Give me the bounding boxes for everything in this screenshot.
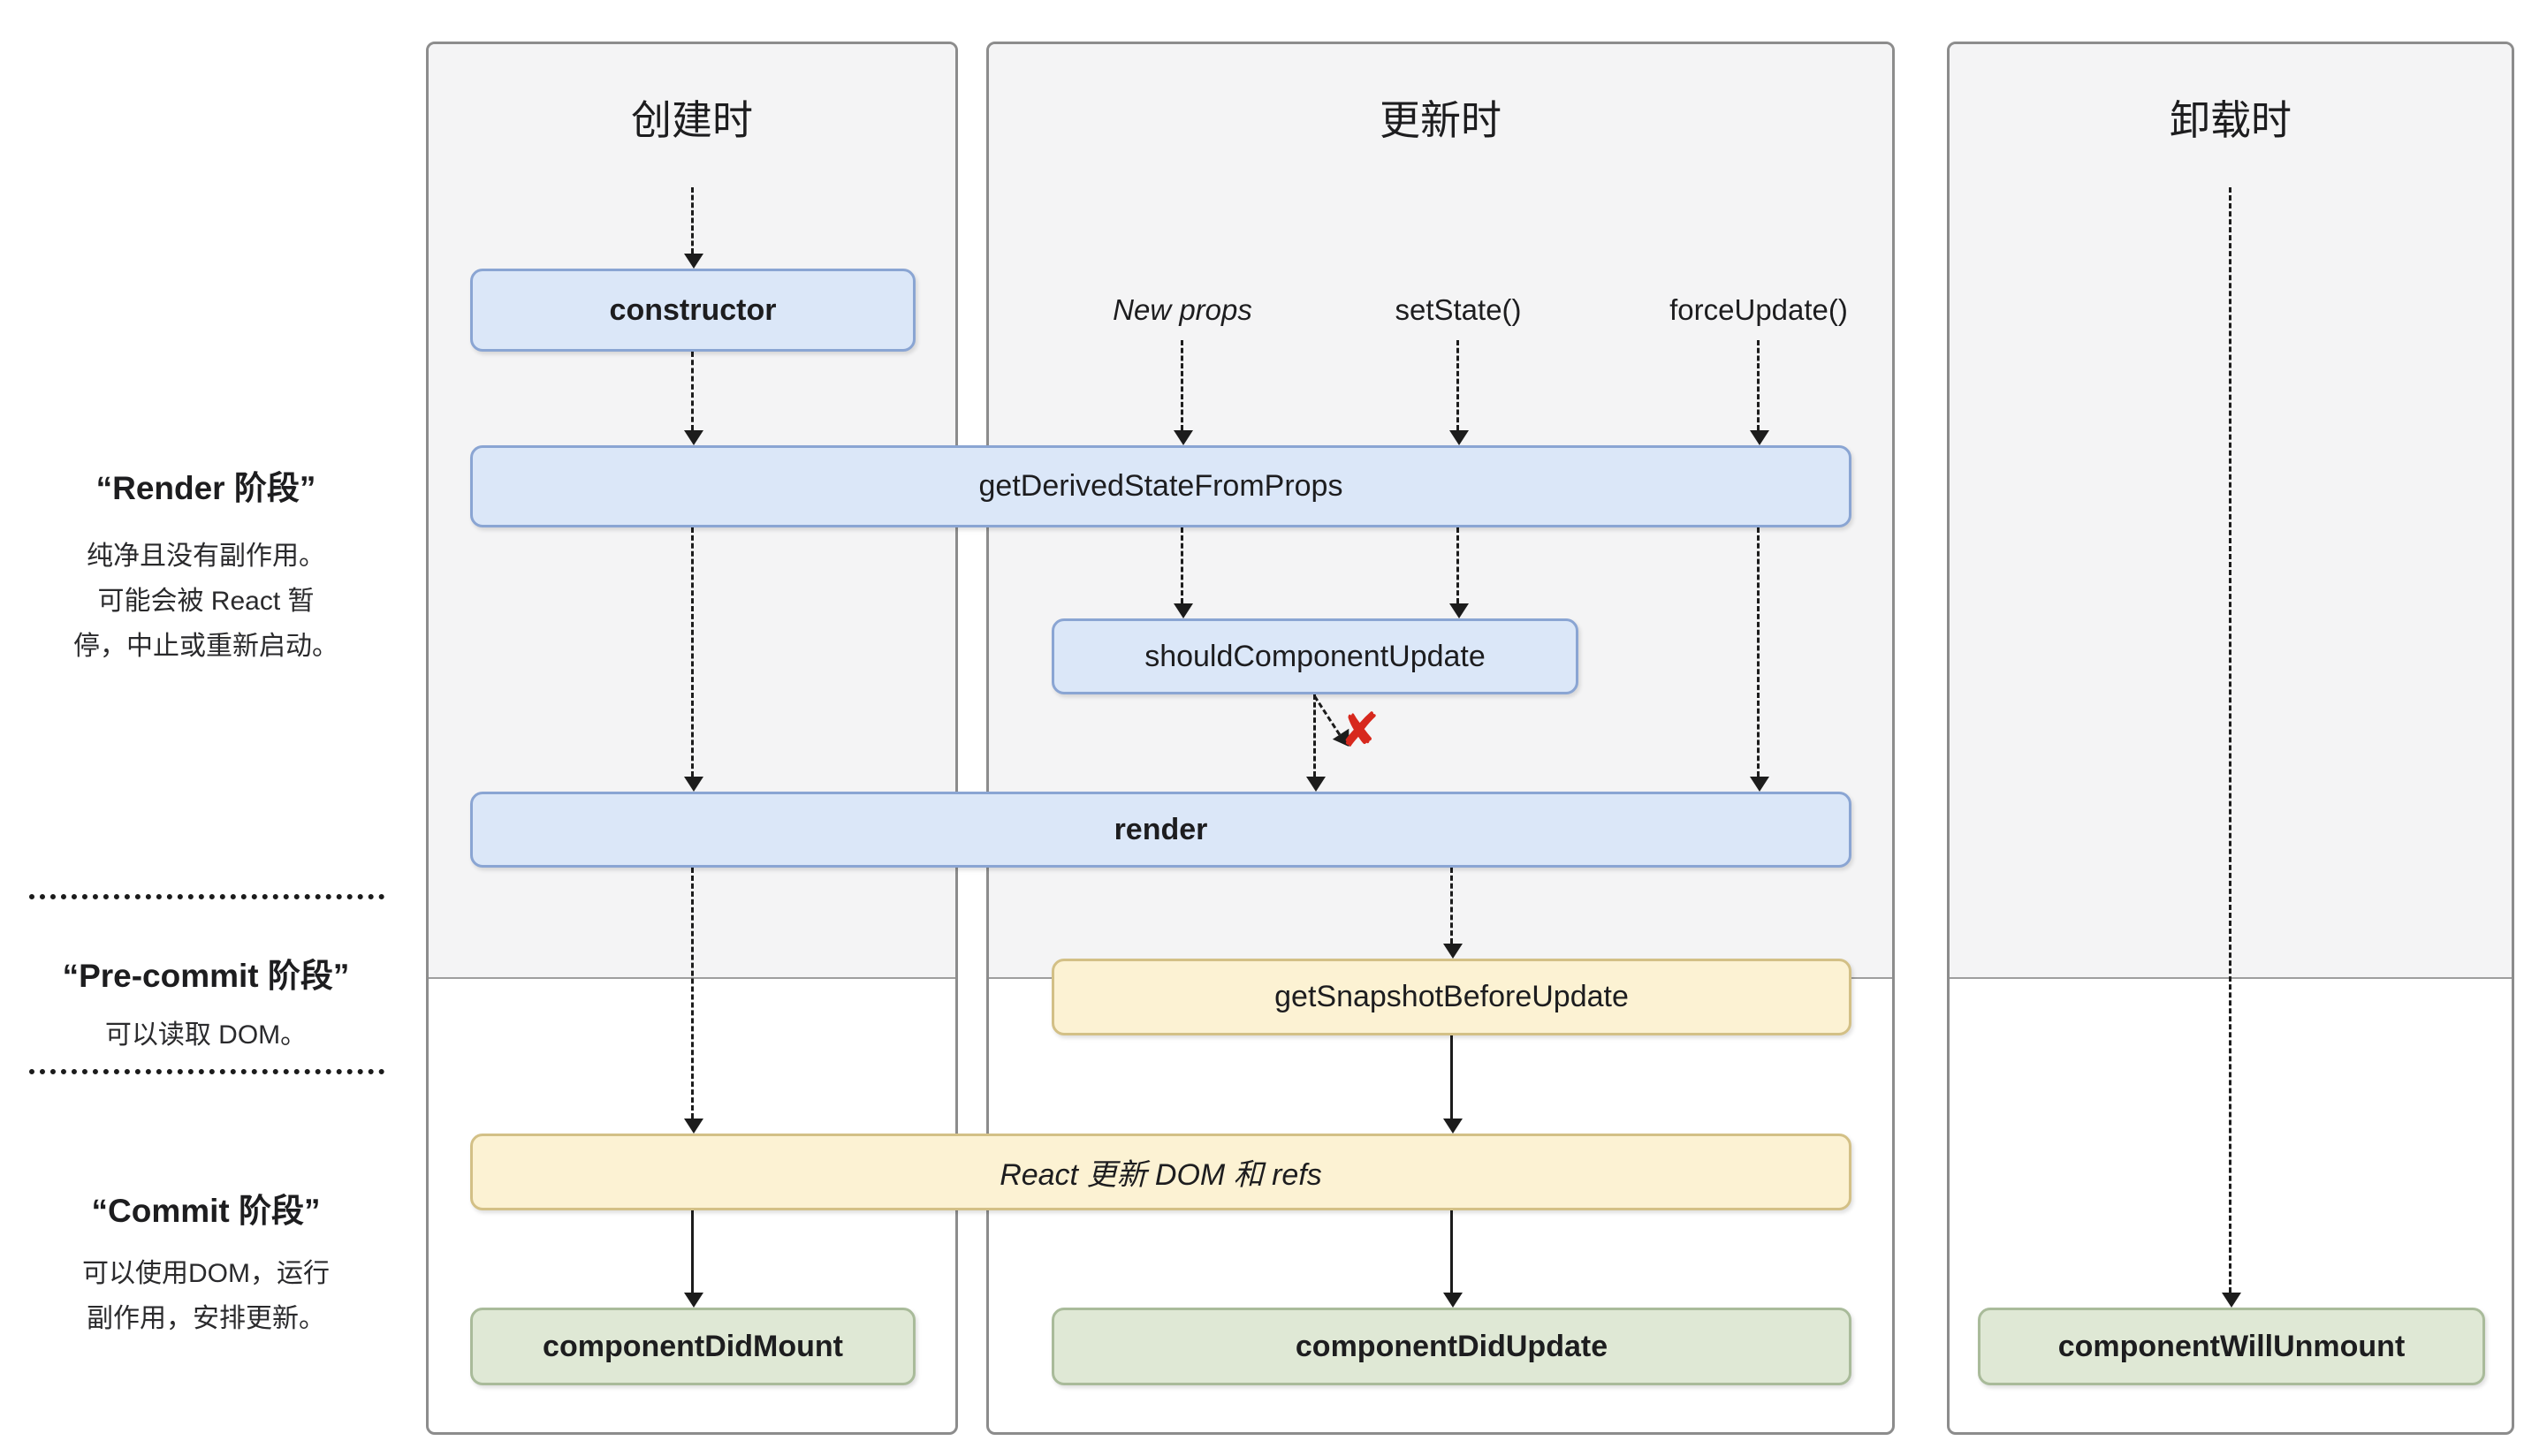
arrow-setstate-to-getderived (1456, 340, 1459, 430)
arrow-constructor-to-getderived (691, 352, 694, 430)
arrow-render-to-getsnapshot (1450, 868, 1453, 944)
commit-phase-title: “Commit 阶段” (91, 1193, 321, 1229)
arrow-shouldupdate-to-render (1313, 694, 1316, 777)
node-get-snapshot-before-update: getSnapshotBeforeUpdate (1052, 959, 1851, 1035)
render-phase-line-1: 纯净且没有副作用。 (87, 542, 325, 571)
node-get-derived-state-from-props: getDerivedStateFromProps (470, 445, 1851, 527)
precommit-phase-title: “Pre-commit 阶段” (62, 958, 350, 994)
column-header-updating: 更新时 (1380, 97, 1501, 143)
column-header-unmounting: 卸载时 (2170, 97, 2292, 143)
precommit-phase-line-1: 可以读取 DOM。 (104, 1020, 308, 1050)
node-constructor: constructor (470, 269, 916, 352)
commit-phase-label: “Commit 阶段” 可以使用DOM，运行 副作用，安排更新。 (16, 1184, 396, 1341)
arrow-render-to-reactupdates-mount (691, 868, 694, 1119)
trigger-new-props: New props (1113, 293, 1252, 326)
node-render: render (470, 792, 1851, 868)
commit-phase-line-1: 可以使用DOM，运行 (82, 1259, 330, 1288)
abort-x-mark: ✘ (1340, 704, 1380, 757)
arrow-forceupdate-bypass-to-render (1757, 527, 1760, 777)
render-phase-title: “Render 阶段” (95, 470, 316, 506)
arrow-reactupdates-to-didupdate (1450, 1210, 1453, 1293)
arrow-getderived-to-shouldupdate-left (1181, 527, 1183, 603)
arrow-header-to-constructor (691, 187, 694, 254)
node-should-component-update: shouldComponentUpdate (1052, 618, 1578, 694)
trigger-set-state: setState() (1395, 293, 1522, 326)
node-react-updates-dom: React 更新 DOM 和 refs (470, 1134, 1851, 1210)
dotted-separator-top (29, 894, 384, 899)
precommit-phase-label: “Pre-commit 阶段” 可以读取 DOM。 (16, 949, 396, 1058)
dotted-separator-bottom (29, 1069, 384, 1074)
commit-phase-line-2: 副作用，安排更新。 (87, 1304, 325, 1333)
render-phase-label: “Render 阶段” 纯净且没有副作用。 可能会被 React 暂 停，中止或… (16, 461, 396, 669)
arrow-getderived-to-shouldupdate-right (1456, 527, 1459, 603)
trigger-force-update: forceUpdate() (1669, 293, 1848, 326)
column-header-mounting: 创建时 (631, 97, 753, 143)
arrow-getsnapshot-to-reactupdates (1450, 1035, 1453, 1119)
render-phase-line-3: 停，中止或重新启动。 (73, 632, 338, 661)
arrow-forceupdate-to-getderived (1757, 340, 1760, 430)
node-component-will-unmount: componentWillUnmount (1978, 1308, 2485, 1385)
arrow-reactupdates-to-didmount (691, 1210, 694, 1293)
node-component-did-update: componentDidUpdate (1052, 1308, 1851, 1385)
arrow-header-to-willunmount (2229, 187, 2231, 1293)
node-component-did-mount: componentDidMount (470, 1308, 916, 1385)
arrow-newprops-to-getderived (1181, 340, 1183, 430)
arrow-getderived-to-render-mount (691, 527, 694, 777)
render-phase-line-2: 可能会被 React 暂 (97, 587, 315, 616)
